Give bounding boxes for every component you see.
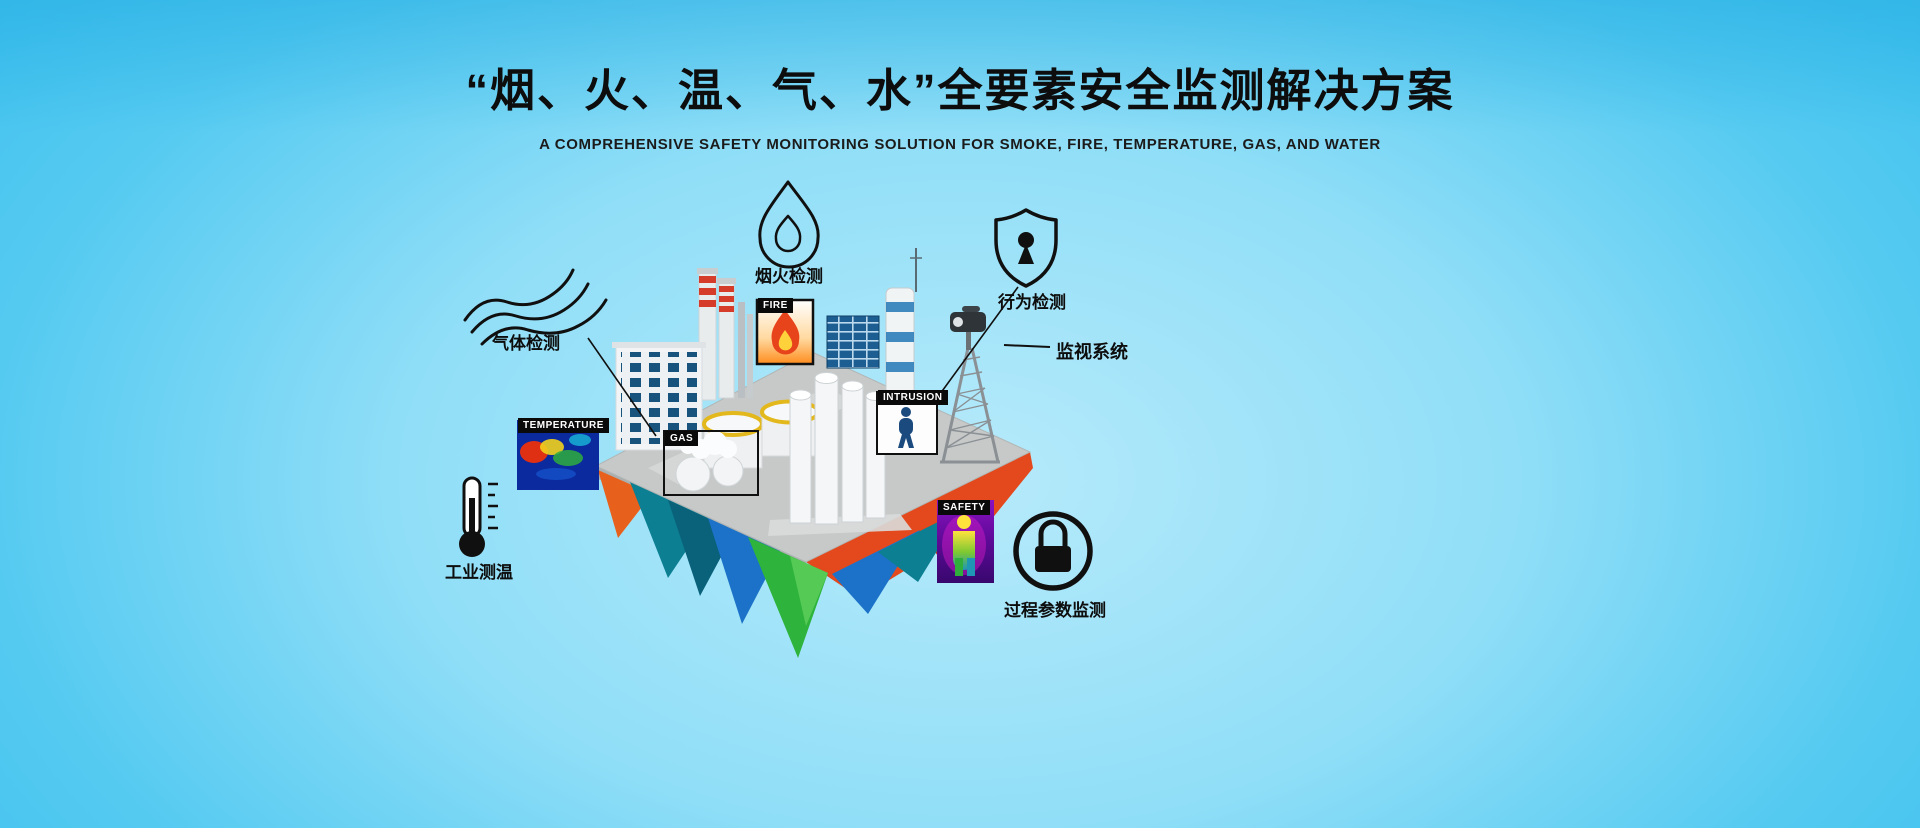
crystal-teal-1 (630, 482, 708, 578)
banner-header: “烟、火、温、气、水”全要素安全监测解决方案 A COMPREHENSIVE S… (0, 54, 1920, 153)
office-roof (612, 342, 706, 348)
keyhole-wedge (1018, 244, 1034, 264)
thermal-streak-cyan (569, 434, 591, 446)
silo-2 (814, 377, 839, 525)
gas-smoke-waves-icon (463, 268, 608, 346)
flame-outline (758, 180, 820, 269)
fire-flame-inner (778, 330, 793, 351)
intrusion-person-head (901, 407, 911, 417)
silo-3-top (841, 380, 864, 392)
gas-sphere-1 (675, 456, 711, 492)
column-band (886, 362, 914, 372)
tag-safety: SAFETY (938, 500, 991, 515)
chimney-stripe (699, 276, 716, 283)
camera-lens (951, 315, 965, 329)
silo-1 (789, 394, 812, 524)
gas-callout-line (587, 337, 657, 437)
gas-box-frame (663, 430, 759, 496)
pipe-thin-2 (747, 314, 753, 398)
chimney-left-cap (697, 268, 718, 274)
smoke-wave-3 (480, 298, 608, 346)
keyhole-circle (1018, 232, 1034, 248)
chimney-stripe (719, 296, 734, 302)
camera-pole (966, 330, 971, 350)
tag-intrusion: INTRUSION (878, 390, 948, 405)
safety-person-leg (967, 558, 975, 576)
chimney-stripe (699, 288, 716, 295)
crystal-green-light (790, 556, 828, 626)
column-band (886, 302, 914, 312)
cctv-camera-icon (950, 306, 986, 332)
camera-visor (962, 306, 980, 312)
tower-braces (945, 356, 995, 449)
process-parameter-monitoring-label: 过程参数监测 (1004, 601, 1106, 620)
chimney-stripe (719, 306, 734, 312)
thermal-hotspot-yellow (540, 439, 564, 455)
silo-columns (789, 372, 886, 525)
thermal-streak-blue (536, 468, 576, 480)
thermometer-mercury (469, 498, 475, 534)
intrusion-person-legs (898, 434, 914, 448)
smoke-wave-2 (470, 282, 590, 334)
shield-keyhole-icon (994, 208, 1058, 288)
chimney-stripe (719, 286, 734, 292)
padlock-circle-icon (1013, 511, 1093, 591)
behavior-callout-line (939, 286, 1019, 395)
striped-chimneys (697, 268, 753, 401)
padlock-body (1035, 546, 1071, 572)
crystal-orange (598, 470, 652, 538)
flame-inner-outline (774, 214, 802, 253)
tag-temperature: TEMPERATURE (518, 418, 609, 433)
island-underside (596, 452, 1033, 658)
smoke-wave-1 (463, 268, 575, 322)
behavior-detection-label: 行为检测 (998, 293, 1066, 312)
column-band (886, 332, 914, 342)
chimney-stripe (699, 300, 716, 307)
safety-person-leg (955, 558, 963, 576)
flame-icon (758, 180, 820, 269)
thermometer-icon (459, 476, 498, 557)
surveillance-system-label: 监视系统 (1056, 342, 1128, 362)
gas-detection-label: 气体检测 (492, 334, 560, 353)
pipe-thin-1 (738, 302, 745, 398)
thermal-streak-green (553, 450, 583, 466)
thermometer-ticks (488, 482, 498, 530)
shield-outline (994, 208, 1058, 288)
chimney-right-cap (717, 278, 736, 284)
intrusion-person-torso (899, 418, 913, 435)
warehouse-body (826, 315, 880, 369)
thermometer-bulb (459, 531, 485, 557)
gas-steam-puff (719, 440, 737, 458)
surveillance-tower (940, 306, 1000, 464)
smoke-fire-detection-label: 烟火检测 (755, 267, 823, 286)
page-title: “烟、火、温、气、水”全要素安全监测解决方案 (465, 65, 1455, 116)
silo-3 (841, 385, 864, 523)
tag-gas: GAS (665, 431, 699, 446)
silo-1-top (789, 389, 812, 401)
distillation-column (885, 248, 922, 401)
page-subtitle: A COMPREHENSIVE SAFETY MONITORING SOLUTI… (539, 136, 1381, 153)
gas-sphere-2 (712, 455, 744, 487)
tag-fire: FIRE (758, 298, 793, 313)
industrial-temperature-label: 工业测温 (445, 563, 513, 582)
padlock-ring (1013, 511, 1093, 591)
blue-warehouse (826, 315, 880, 369)
padlock-shackle (1038, 519, 1068, 546)
silo-2-top (814, 372, 839, 384)
safety-person-head (957, 515, 971, 529)
office-windows (621, 352, 697, 444)
surveillance-callout-line (1003, 344, 1051, 348)
